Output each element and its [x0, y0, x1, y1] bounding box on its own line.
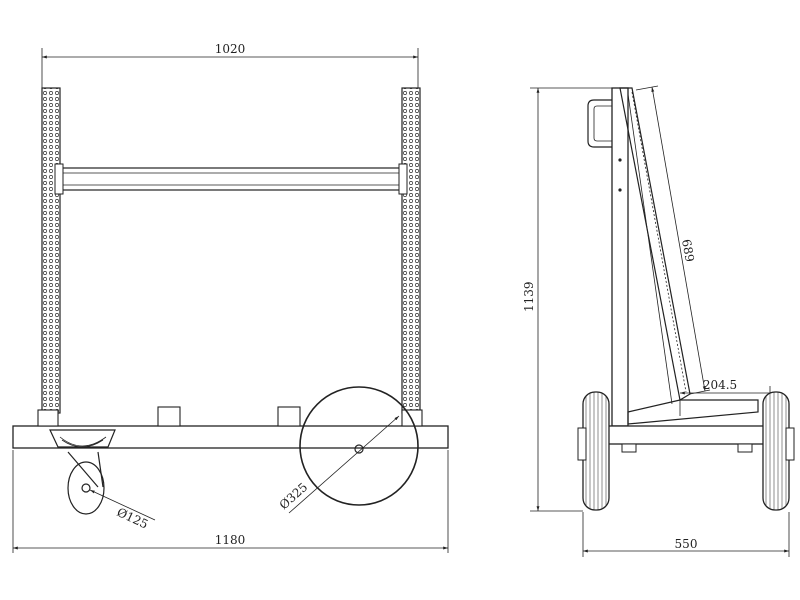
side-base-bar — [595, 425, 773, 445]
dimension-base-depth: 204.5 — [680, 378, 771, 400]
front-width-label: 1020 — [215, 42, 246, 56]
side-view: 1139 689 204.5 — [522, 85, 795, 557]
base-shelf — [627, 399, 759, 425]
swivel-caster: Ø125 — [49, 429, 156, 532]
left-upright — [41, 87, 61, 414]
cross-bar — [54, 163, 408, 195]
dimension-side-width: 550 — [582, 512, 790, 557]
base-frame — [12, 425, 449, 449]
overall-length-label: 1180 — [215, 533, 246, 547]
dimension-front-width: 1020 — [41, 42, 419, 90]
backrest-length-label: 689 — [679, 238, 697, 263]
front-view: 1020 — [12, 42, 449, 553]
dimension-overall-length: 1180 — [12, 450, 449, 553]
wheel-diameter-label: Ø325 — [277, 480, 311, 512]
side-post — [611, 87, 629, 427]
side-handle — [587, 99, 612, 148]
right-upright — [401, 87, 421, 414]
side-right-wheel — [762, 391, 795, 511]
side-left-wheel — [577, 391, 610, 511]
caster-diameter-label: Ø125 — [115, 505, 151, 532]
height-label: 1139 — [522, 281, 536, 312]
support-blocks — [37, 406, 423, 427]
base-depth-label: 204.5 — [703, 378, 737, 392]
dimension-backrest: 689 — [635, 85, 711, 395]
large-wheel: Ø325 — [277, 386, 419, 514]
dimension-height: 1139 — [522, 87, 622, 512]
side-width-label: 550 — [675, 537, 698, 551]
